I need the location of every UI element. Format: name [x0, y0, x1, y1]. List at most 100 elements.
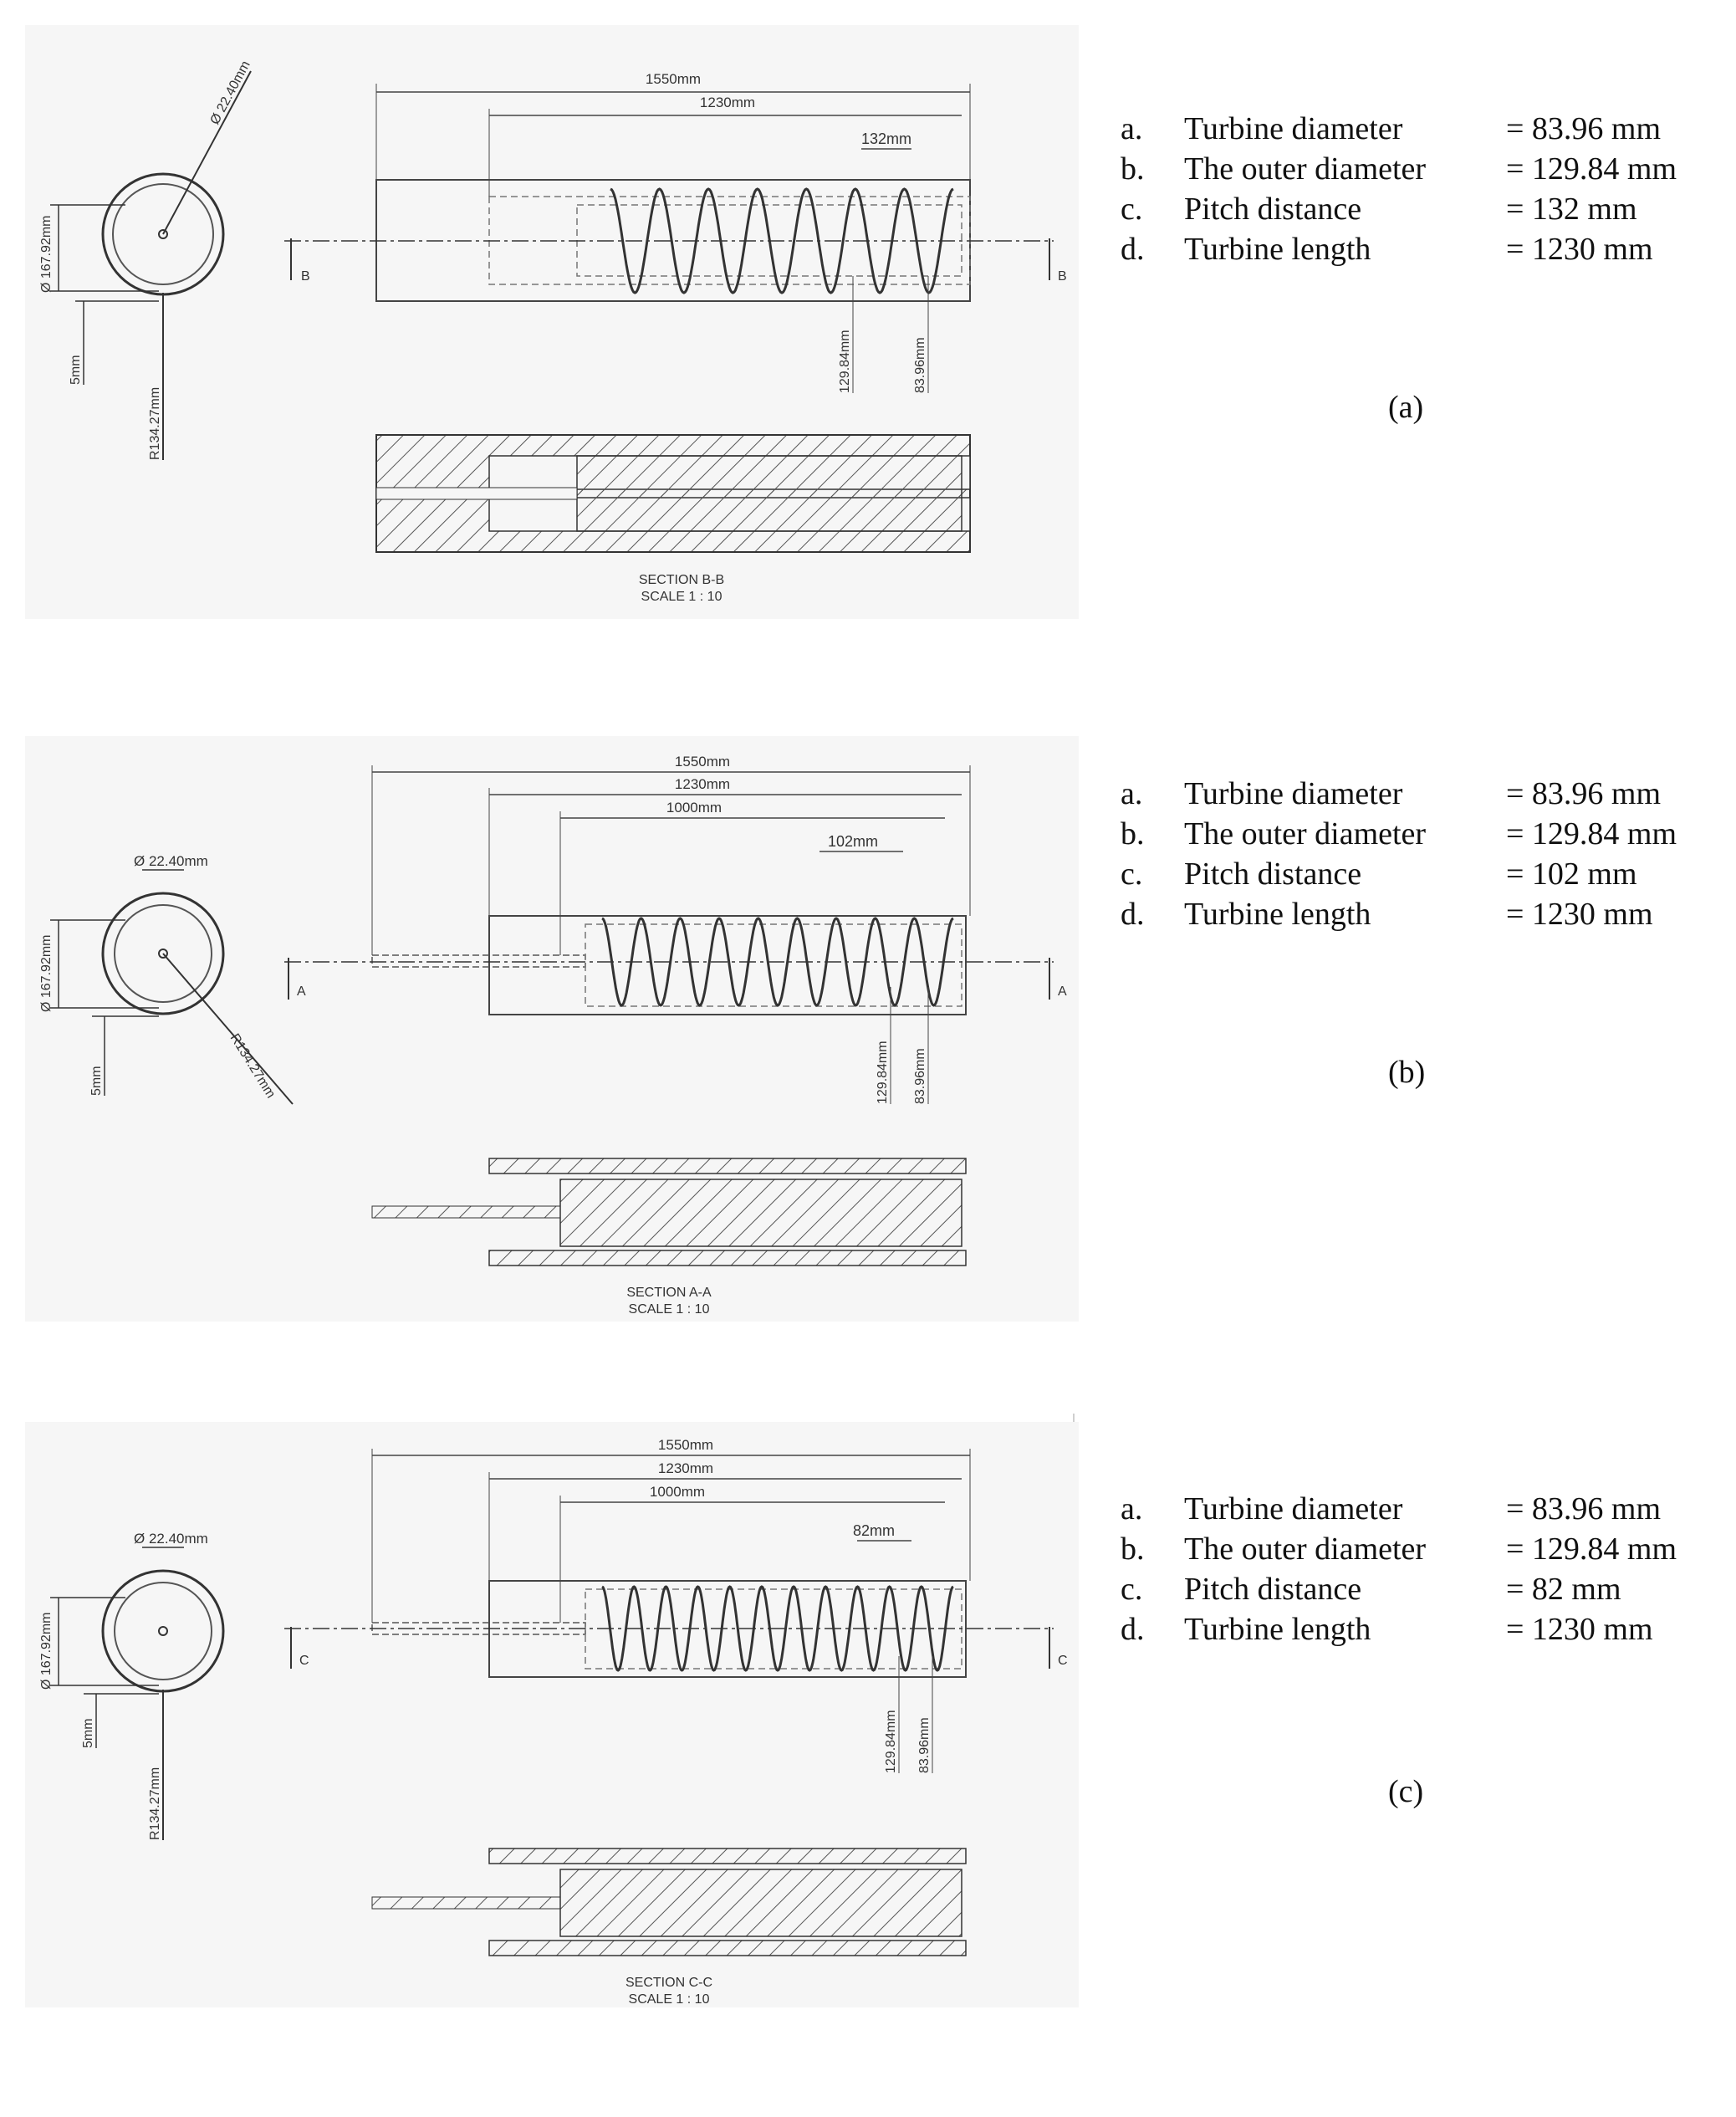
spec-list-c: a. Turbine diameter = 83.96 mm b. The ou… [1121, 1489, 1677, 1649]
section-title-c: SECTION C-C [625, 1976, 712, 1990]
spec-row: d. Turbine length = 1230 mm [1121, 894, 1677, 934]
spec-row: a. Turbine diameter = 83.96 mm [1121, 1489, 1677, 1529]
dim-wall-c: 5mm [81, 1718, 95, 1748]
technical-drawing-b: Ø 22.40mm Ø 167.92mm 5mm R134.27mm 1550m… [25, 736, 1079, 1322]
spec-name: Turbine diameter [1184, 1491, 1403, 1526]
dim-outer-a: 129.84mm [838, 330, 852, 393]
dim-pitch-c: 82mm [853, 1522, 895, 1539]
spec-letter: b. [1121, 1532, 1145, 1567]
dim-overall-b: 1550mm [675, 754, 730, 770]
spec-row: b. The outer diameter = 129.84 mm [1121, 814, 1677, 854]
spec-letter: a. [1121, 111, 1143, 146]
section-scale-b: SCALE 1 : 10 [629, 1302, 710, 1317]
dim-shaft-dia-a: Ø 22.40mm [208, 59, 253, 127]
spec-value: = 1230 mm [1506, 232, 1653, 267]
side-view-b [284, 915, 1054, 1015]
spec-name: The outer diameter [1184, 1532, 1427, 1567]
spec-value: = 102 mm [1506, 857, 1637, 892]
dim-pitch-a: 132mm [861, 130, 911, 147]
section-view-c [371, 1848, 967, 1956]
dim-outer-b: 129.84mm [876, 1041, 890, 1104]
spec-row: c. Pitch distance = 132 mm [1121, 189, 1677, 229]
drawing-svg-a: Ø 22.40mm Ø 167.92mm 5mm R134.27mm 1550m… [39, 59, 1067, 604]
spec-value: = 82 mm [1506, 1572, 1621, 1607]
technical-drawing-a: Ø 22.40mm Ø 167.92mm 5mm R134.27mm 1550m… [25, 25, 1079, 619]
spec-name: Turbine length [1184, 232, 1371, 267]
helix-b [601, 917, 954, 1007]
helix-a [610, 187, 954, 294]
section-view-a [375, 434, 971, 553]
section-scale-c: SCALE 1 : 10 [629, 1992, 710, 2007]
dim-turbine-dia-a: 83.96mm [913, 337, 927, 393]
spec-name: Pitch distance [1184, 192, 1362, 227]
dim-radius-b: R134.27mm [227, 1031, 278, 1101]
helix-c [601, 1585, 954, 1672]
spec-name: Turbine diameter [1184, 111, 1403, 146]
spec-name: Turbine length [1184, 897, 1371, 932]
end-view-a [50, 70, 252, 460]
dim-wall-a: 5mm [69, 355, 83, 385]
drawing-svg-b: Ø 22.40mm Ø 167.92mm 5mm R134.27mm 1550m… [39, 754, 1067, 1317]
spec-value: = 83.96 mm [1506, 111, 1662, 146]
section-marker-right-b: A [1058, 984, 1067, 999]
dim-shaft-b: 1000mm [666, 800, 722, 816]
dim-pitch-b: 102mm [828, 833, 878, 850]
dim-shaft-c: 1000mm [650, 1484, 705, 1500]
technical-drawing-c: Ø 22.40mm Ø 167.92mm 5mm R134.27mm 1550m… [25, 1422, 1079, 2007]
spec-letter: d. [1121, 897, 1145, 932]
section-marker-left-c: C [299, 1654, 309, 1668]
spec-row: b. The outer diameter = 129.84 mm [1121, 1529, 1677, 1569]
spec-letter: b. [1121, 151, 1145, 187]
spec-value: = 129.84 mm [1506, 1532, 1677, 1567]
dim-turbine-c: 1230mm [658, 1460, 713, 1476]
dim-shaft-dia-c: Ø 22.40mm [134, 1531, 208, 1547]
spec-name: Pitch distance [1184, 1572, 1362, 1607]
spec-row: a. Turbine diameter = 83.96 mm [1121, 774, 1677, 814]
drawing-svg-c: Ø 22.40mm Ø 167.92mm 5mm R134.27mm 1550m… [39, 1437, 1068, 2007]
dim-casing-dia-a: Ø 167.92mm [39, 216, 54, 293]
end-view-c [50, 1547, 225, 1840]
spec-row: d. Turbine length = 1230 mm [1121, 1609, 1677, 1649]
dim-casing-dia-c: Ø 167.92mm [39, 1613, 54, 1690]
side-view-c [284, 1580, 1054, 1678]
dim-overall-a: 1550mm [646, 71, 701, 87]
section-marker-right-c: C [1058, 1654, 1068, 1668]
spec-row: a. Turbine diameter = 83.96 mm [1121, 109, 1677, 149]
dim-outer-c: 129.84mm [884, 1710, 898, 1773]
spec-value: = 129.84 mm [1506, 816, 1677, 851]
spec-letter: c. [1121, 1572, 1143, 1607]
dim-wall-b: 5mm [89, 1066, 104, 1096]
spec-letter: d. [1121, 232, 1145, 267]
figure-caption-b: (b) [1388, 1055, 1426, 1090]
spec-list-a: a. Turbine diameter = 83.96 mm b. The ou… [1121, 109, 1677, 269]
spec-value: = 132 mm [1506, 192, 1637, 227]
dim-turbine-dia-c: 83.96mm [917, 1717, 932, 1773]
spec-row: c. Pitch distance = 102 mm [1121, 854, 1677, 894]
spec-row: d. Turbine length = 1230 mm [1121, 229, 1677, 269]
spec-value: = 1230 mm [1506, 897, 1653, 932]
dim-overall-c: 1550mm [658, 1437, 713, 1453]
spec-name: Pitch distance [1184, 857, 1362, 892]
figure-caption-a: (a) [1388, 390, 1424, 425]
section-view-b [371, 1158, 967, 1266]
section-marker-left-a: B [301, 269, 310, 284]
spec-value: = 83.96 mm [1506, 776, 1662, 811]
spec-letter: d. [1121, 1612, 1145, 1647]
dim-radius-a: R134.27mm [148, 387, 162, 460]
section-marker-right-a: B [1058, 269, 1067, 284]
section-marker-left-b: A [297, 984, 306, 999]
dim-turbine-a: 1230mm [700, 95, 755, 110]
spec-row: c. Pitch distance = 82 mm [1121, 1569, 1677, 1609]
spec-letter: c. [1121, 192, 1143, 227]
spec-letter: a. [1121, 1491, 1143, 1526]
side-view-a [284, 179, 1054, 302]
dim-turbine-b: 1230mm [675, 776, 730, 792]
section-title-a: SECTION B-B [639, 573, 724, 587]
dim-shaft-dia-b: Ø 22.40mm [134, 853, 208, 869]
dim-turbine-dia-b: 83.96mm [913, 1048, 927, 1104]
figure-caption-c: (c) [1388, 1774, 1424, 1809]
spec-name: The outer diameter [1184, 151, 1427, 187]
section-scale-a: SCALE 1 : 10 [641, 590, 722, 604]
spec-letter: b. [1121, 816, 1145, 851]
spec-name: Turbine length [1184, 1612, 1371, 1647]
